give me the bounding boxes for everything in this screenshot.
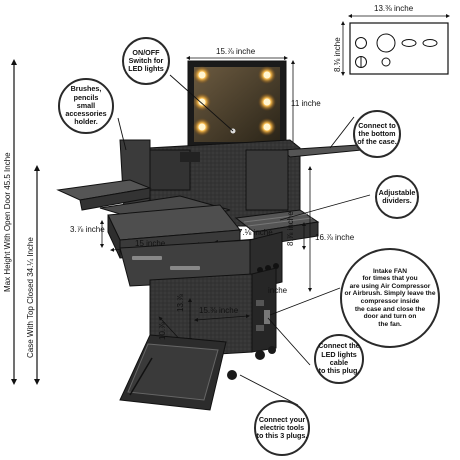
dim-side-tray-depth: 8.⅞ inche (286, 211, 295, 246)
wheels (227, 346, 276, 380)
dim-mirror-width: 15.⅞ inche (216, 47, 256, 56)
dim-base-inche: inche (268, 286, 288, 295)
dim-base-height: 13.⅞ (176, 294, 185, 312)
callout-connect-bottom: Connect to the bottom of the case. (353, 110, 401, 158)
dim-tray-depth: 3.⅞ inche (70, 225, 105, 234)
dim-case-depth: 16.⅞ inche (315, 233, 355, 242)
dim-top-depth: 8.⅜ inche (333, 37, 342, 72)
callout-brushes-holder: Brushes, pencils small accessories holde… (58, 78, 114, 134)
dim-side-tray-width: 7.⅛ inche (238, 228, 273, 237)
dim-base-width: 15.⅜ inche (199, 306, 239, 315)
open-door (119, 334, 227, 411)
mirror-lid (187, 60, 287, 149)
callout-intake-fan: Intake FAN for times that you are using … (340, 248, 440, 348)
dim-tray-width: 15 inche (135, 239, 166, 248)
dim-base-depth: 10.⅞ (158, 322, 167, 340)
dim-top-width: 13.⅜ inche (374, 4, 414, 13)
label-closed-height: Case With Top Closed 34.¼ Inche (26, 237, 35, 358)
label-max-height: Max Height With Open Door 45.5 Inche (3, 152, 12, 292)
led-plug-icon (264, 310, 270, 324)
callout-electric-tools: Connect your electric tools to this 3 pl… (254, 400, 310, 456)
top-view-diagram (341, 14, 450, 76)
callout-led-switch: ON/OFF Switch for LED lights (122, 37, 170, 85)
callout-led-plug: Connect the LED lights cable to this plu… (314, 334, 364, 384)
callout-adjustable-dividers: Adjustable dividers. (375, 175, 419, 219)
dim-mirror-height: 11 inche (291, 99, 321, 108)
led-bulbs (193, 66, 276, 136)
